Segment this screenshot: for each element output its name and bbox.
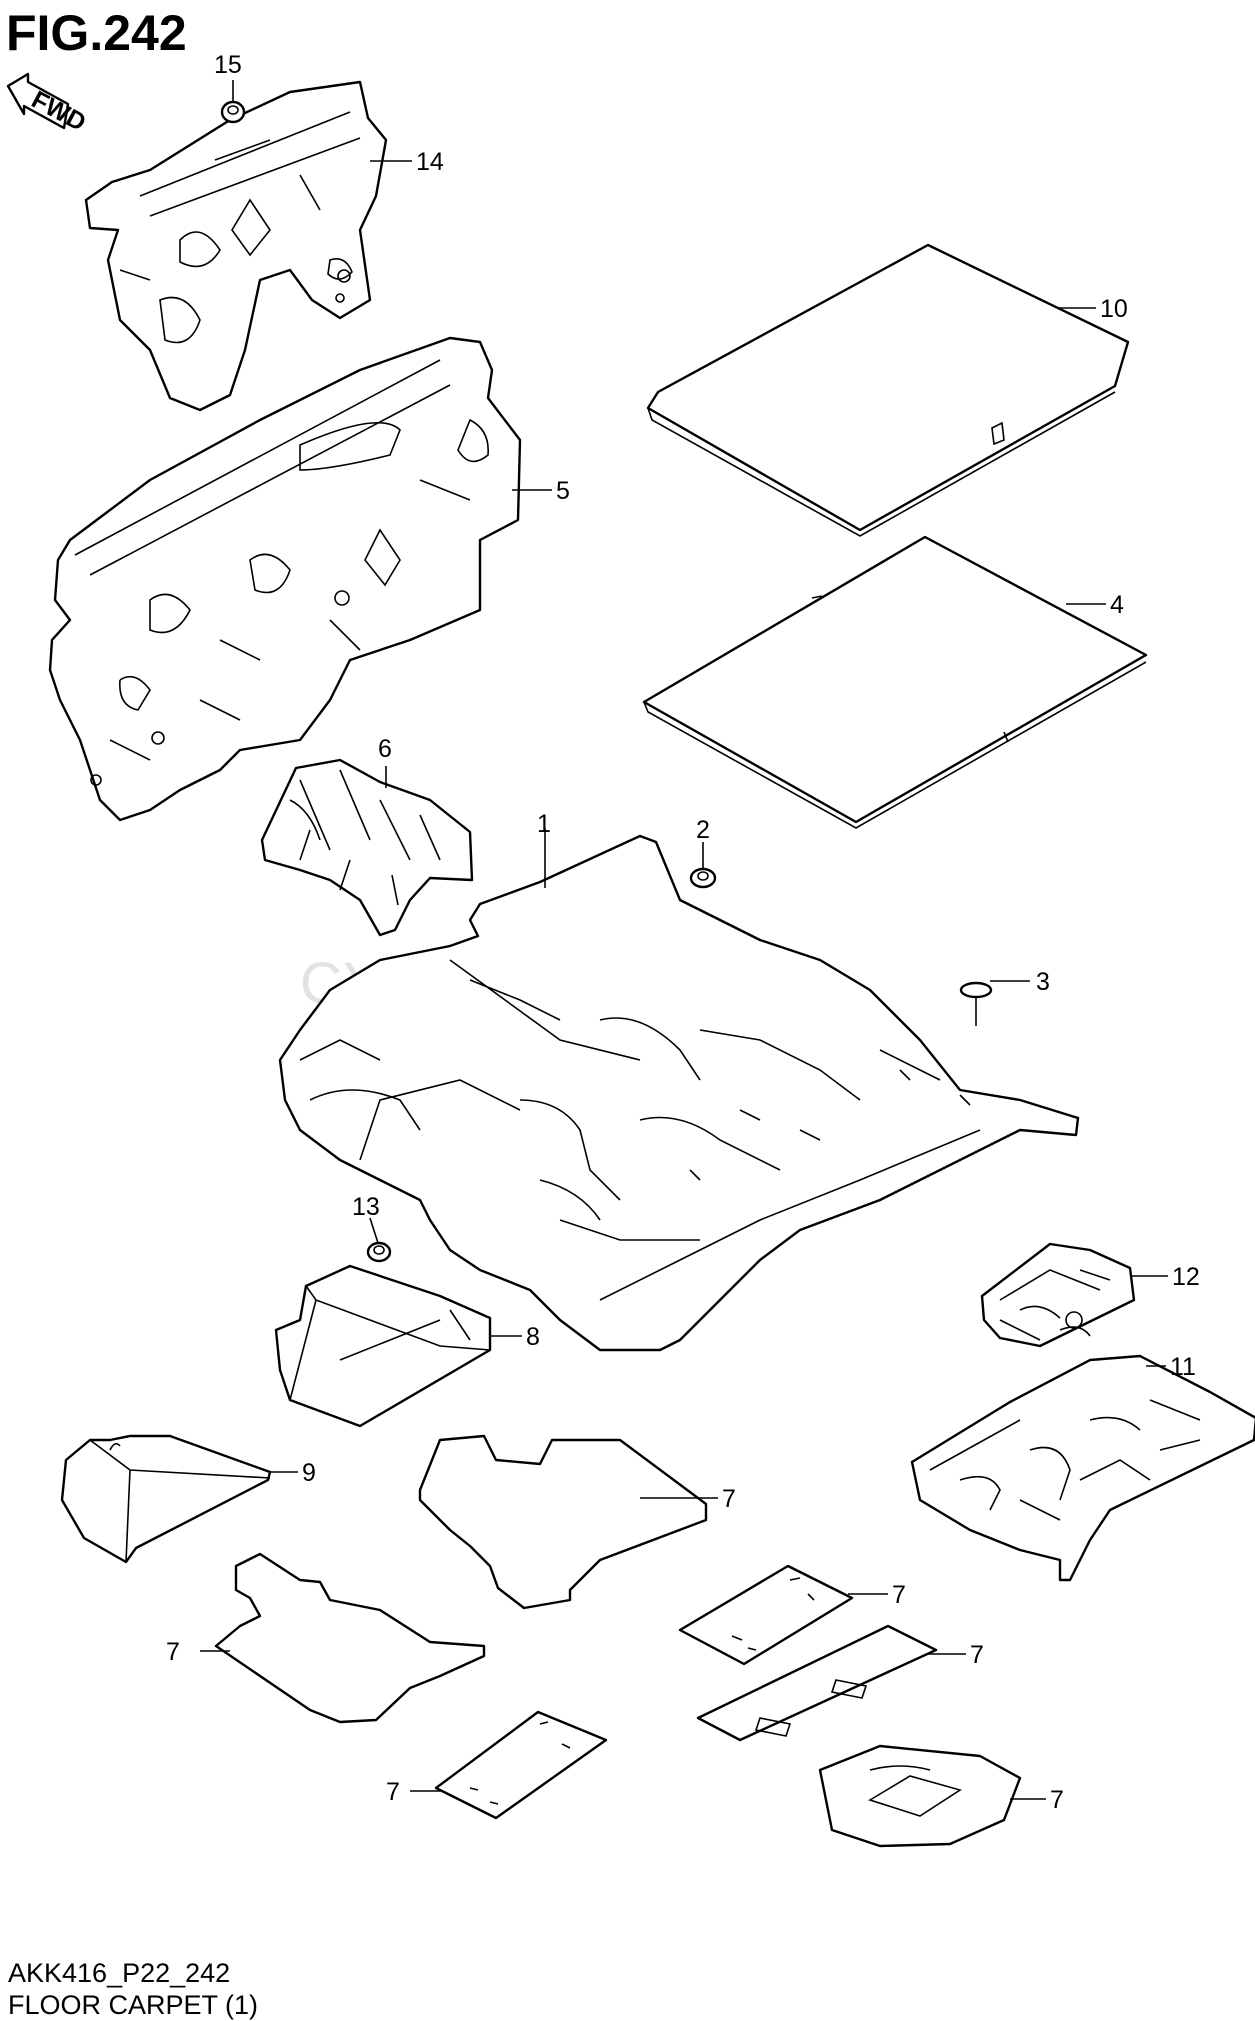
figure-code: AKK416_P22_242 [8, 1958, 231, 1988]
callout-8: 8 [526, 1323, 540, 1351]
fwd-arrow-icon: FWD [6, 72, 90, 137]
part-9-side-silencer [60, 1434, 272, 1564]
part-15-grommet [220, 100, 246, 124]
callout-11: 11 [1170, 1353, 1196, 1381]
callout-13: 13 [352, 1193, 380, 1221]
part-2-grommet [689, 867, 717, 889]
callout-7: 7 [970, 1641, 984, 1669]
part-7b-floor-mat [214, 1552, 486, 1724]
part-7a-floor-mat [418, 1434, 708, 1610]
callout-7: 7 [1050, 1786, 1064, 1814]
fwd-label: FWD [27, 86, 90, 137]
part-13-grommet [366, 1241, 392, 1263]
callout-5: 5 [556, 477, 570, 505]
callout-labels: 15 14 10 5 4 6 1 2 3 13 12 8 11 9 7 7 7 … [166, 51, 1200, 1814]
part-7d-pad [696, 1624, 938, 1742]
figure-caption: FLOOR CARPET (1) [8, 1990, 259, 2020]
callout-12: 12 [1172, 1263, 1200, 1291]
part-4-floor-panel-mat [642, 535, 1148, 829]
part-1-floor-carpet [278, 834, 1080, 1352]
callout-7: 7 [722, 1485, 736, 1513]
callout-15: 15 [214, 51, 242, 79]
figure-title: FIG.242 [6, 5, 187, 61]
part-6-tunnel-insulator [260, 758, 474, 937]
callout-1: 1 [537, 810, 551, 838]
callout-14: 14 [416, 148, 444, 176]
callout-7: 7 [386, 1778, 400, 1806]
part-11-luggage-box [910, 1354, 1255, 1582]
callout-2: 2 [696, 816, 710, 844]
leader-lines [200, 80, 1168, 1800]
part-8-floor-silencer [274, 1264, 492, 1428]
part-7c-pad [678, 1564, 854, 1666]
part-10-cargo-board [646, 243, 1130, 537]
callout-9: 9 [302, 1459, 316, 1487]
part-3-clip [959, 981, 993, 1026]
part-7e-pad [434, 1710, 608, 1820]
part-12-tool-box [980, 1242, 1136, 1348]
callout-4: 4 [1110, 591, 1124, 619]
part-14-dash-silencer [84, 80, 388, 412]
callout-7: 7 [166, 1638, 180, 1666]
callout-3: 3 [1036, 968, 1050, 996]
callout-10: 10 [1100, 295, 1128, 323]
part-5-dash-silencer-lower [48, 336, 522, 822]
callout-6: 6 [378, 735, 392, 763]
callout-7: 7 [892, 1581, 906, 1609]
part-7f-spare-cover [818, 1744, 1022, 1848]
